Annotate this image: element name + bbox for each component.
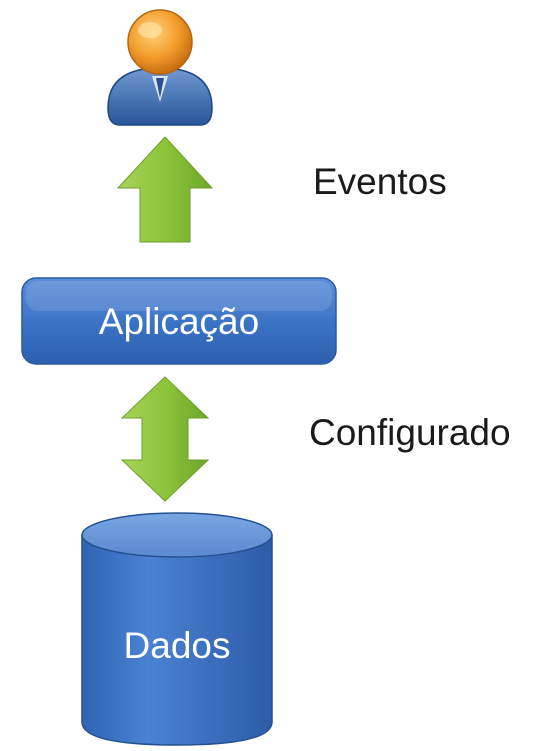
application-label: Aplicação <box>98 301 260 342</box>
user-icon <box>107 9 213 126</box>
data-label: Dados <box>123 625 231 666</box>
arrow-updown-icon <box>120 376 210 502</box>
database-icon <box>81 512 273 746</box>
edge-label-events: Eventos <box>313 161 447 202</box>
edge-label-configured: Configurado <box>309 412 511 453</box>
arrow-up-icon <box>116 136 214 243</box>
application-node <box>21 277 337 365</box>
